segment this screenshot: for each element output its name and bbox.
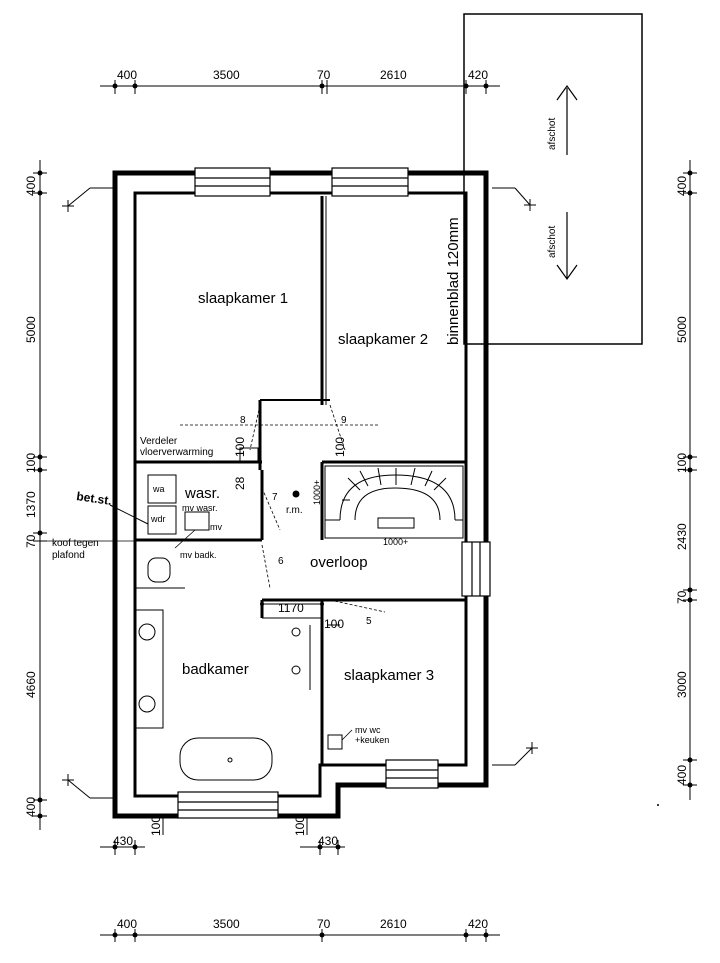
top-dim-3500: 3500 <box>213 68 240 82</box>
door-number-5: 5 <box>366 616 372 627</box>
lower-dimension-line <box>100 815 345 855</box>
inner-dim-100-stair: 100 <box>333 437 347 457</box>
soffit-label-1: koof tegen <box>52 538 99 549</box>
inner-wall-label: binnenblad 120mm <box>445 217 462 345</box>
vent-laundry-label: mv wasr. <box>182 503 218 513</box>
staircase <box>324 465 464 539</box>
vent-label: mv <box>210 522 222 532</box>
room-label-laundry: wasr. <box>184 485 220 502</box>
door-number-8: 8 <box>240 415 246 426</box>
door-number-6: 6 <box>278 556 284 567</box>
slope-arrows <box>556 84 578 281</box>
bottom-dimension-line <box>100 929 500 942</box>
room-label-bedroom3: slaapkamer 3 <box>344 667 434 684</box>
vent-wc-label-2: +keuken <box>355 735 389 745</box>
concrete-leader <box>109 504 149 525</box>
vent-wc-leader <box>341 729 353 741</box>
right-dim-3000: 3000 <box>675 671 689 698</box>
left-dim-100: 100 <box>24 453 38 473</box>
dryer-label: wdr <box>150 514 166 524</box>
left-dim-400b: 400 <box>24 797 38 817</box>
vent-bathroom-leader <box>174 529 196 549</box>
left-dim-4660: 4660 <box>24 671 38 698</box>
left-dim-1370: 1370 <box>24 491 38 518</box>
room-label-bathroom: badkamer <box>182 661 249 678</box>
room-label-bedroom2: slaapkamer 2 <box>338 331 428 348</box>
interior-walls <box>135 196 466 765</box>
grid-markers <box>62 187 538 799</box>
top-dim-420: 420 <box>468 68 488 82</box>
balcony-outline <box>463 13 643 345</box>
door-number-9: 9 <box>341 415 347 426</box>
door-number-7: 7 <box>272 492 278 503</box>
distributor-label-1: Verdeler <box>140 436 178 447</box>
lower-dim-430-left: 430 <box>113 834 133 848</box>
stair-height-vertical: 1000+ <box>312 480 322 505</box>
bottom-dim-400: 400 <box>117 917 137 931</box>
bottom-dim-2610: 2610 <box>380 917 407 931</box>
left-dim-70: 70 <box>24 534 38 548</box>
door-swings <box>180 404 386 613</box>
right-dim-100: 100 <box>675 453 689 473</box>
lower-dim-430-right: 430 <box>318 834 338 848</box>
right-dim-5000: 5000 <box>675 316 689 343</box>
washer-label: wa <box>152 484 165 494</box>
inner-dim-1170: 1170 <box>278 601 304 615</box>
top-dim-400: 400 <box>117 68 137 82</box>
room-label-bedroom1: slaapkamer 1 <box>198 290 288 307</box>
top-dimension-line <box>100 80 500 94</box>
inner-dim-100-landing: 100 <box>324 617 344 631</box>
distributor-label-2: vloerverwarming <box>140 447 213 458</box>
right-dim-2430: 2430 <box>675 523 689 550</box>
inner-dim-28: 28 <box>233 476 247 490</box>
vent-wc-label-1: mv wc <box>355 725 381 735</box>
soffit-label-2: plafond <box>52 550 85 561</box>
right-dim-400b: 400 <box>675 765 689 785</box>
top-dim-2610: 2610 <box>380 68 407 82</box>
bottom-dim-420: 420 <box>468 917 488 931</box>
vent-bathroom-label: mv badk. <box>180 550 217 560</box>
slope-label-bottom: afschot <box>547 226 558 258</box>
bottom-dim-3500: 3500 <box>213 917 240 931</box>
left-dim-400: 400 <box>24 176 38 196</box>
left-dim-5000: 5000 <box>24 316 38 343</box>
bottom-dim-70: 70 <box>317 917 331 931</box>
windows <box>177 167 491 819</box>
slope-label-top: afschot <box>547 118 558 150</box>
right-dimension-line <box>683 160 697 800</box>
concrete-stair-label: bet.st. <box>76 489 113 508</box>
lower-dim-100-right: 100 <box>293 816 307 836</box>
laundry-fixtures <box>147 447 343 750</box>
right-dim-400: 400 <box>675 176 689 196</box>
outer-walls <box>112 170 489 819</box>
lower-dim-100-left: 100 <box>149 816 163 836</box>
smoke-detector-label: r.m. <box>286 505 303 516</box>
inner-dim-100-hall: 100 <box>233 437 247 457</box>
bathroom-fixtures <box>134 557 340 781</box>
stair-height-horizontal: 1000+ <box>383 537 408 547</box>
right-dim-70: 70 <box>675 590 689 604</box>
top-dim-70: 70 <box>317 68 331 82</box>
room-label-landing: overloop <box>310 554 368 571</box>
